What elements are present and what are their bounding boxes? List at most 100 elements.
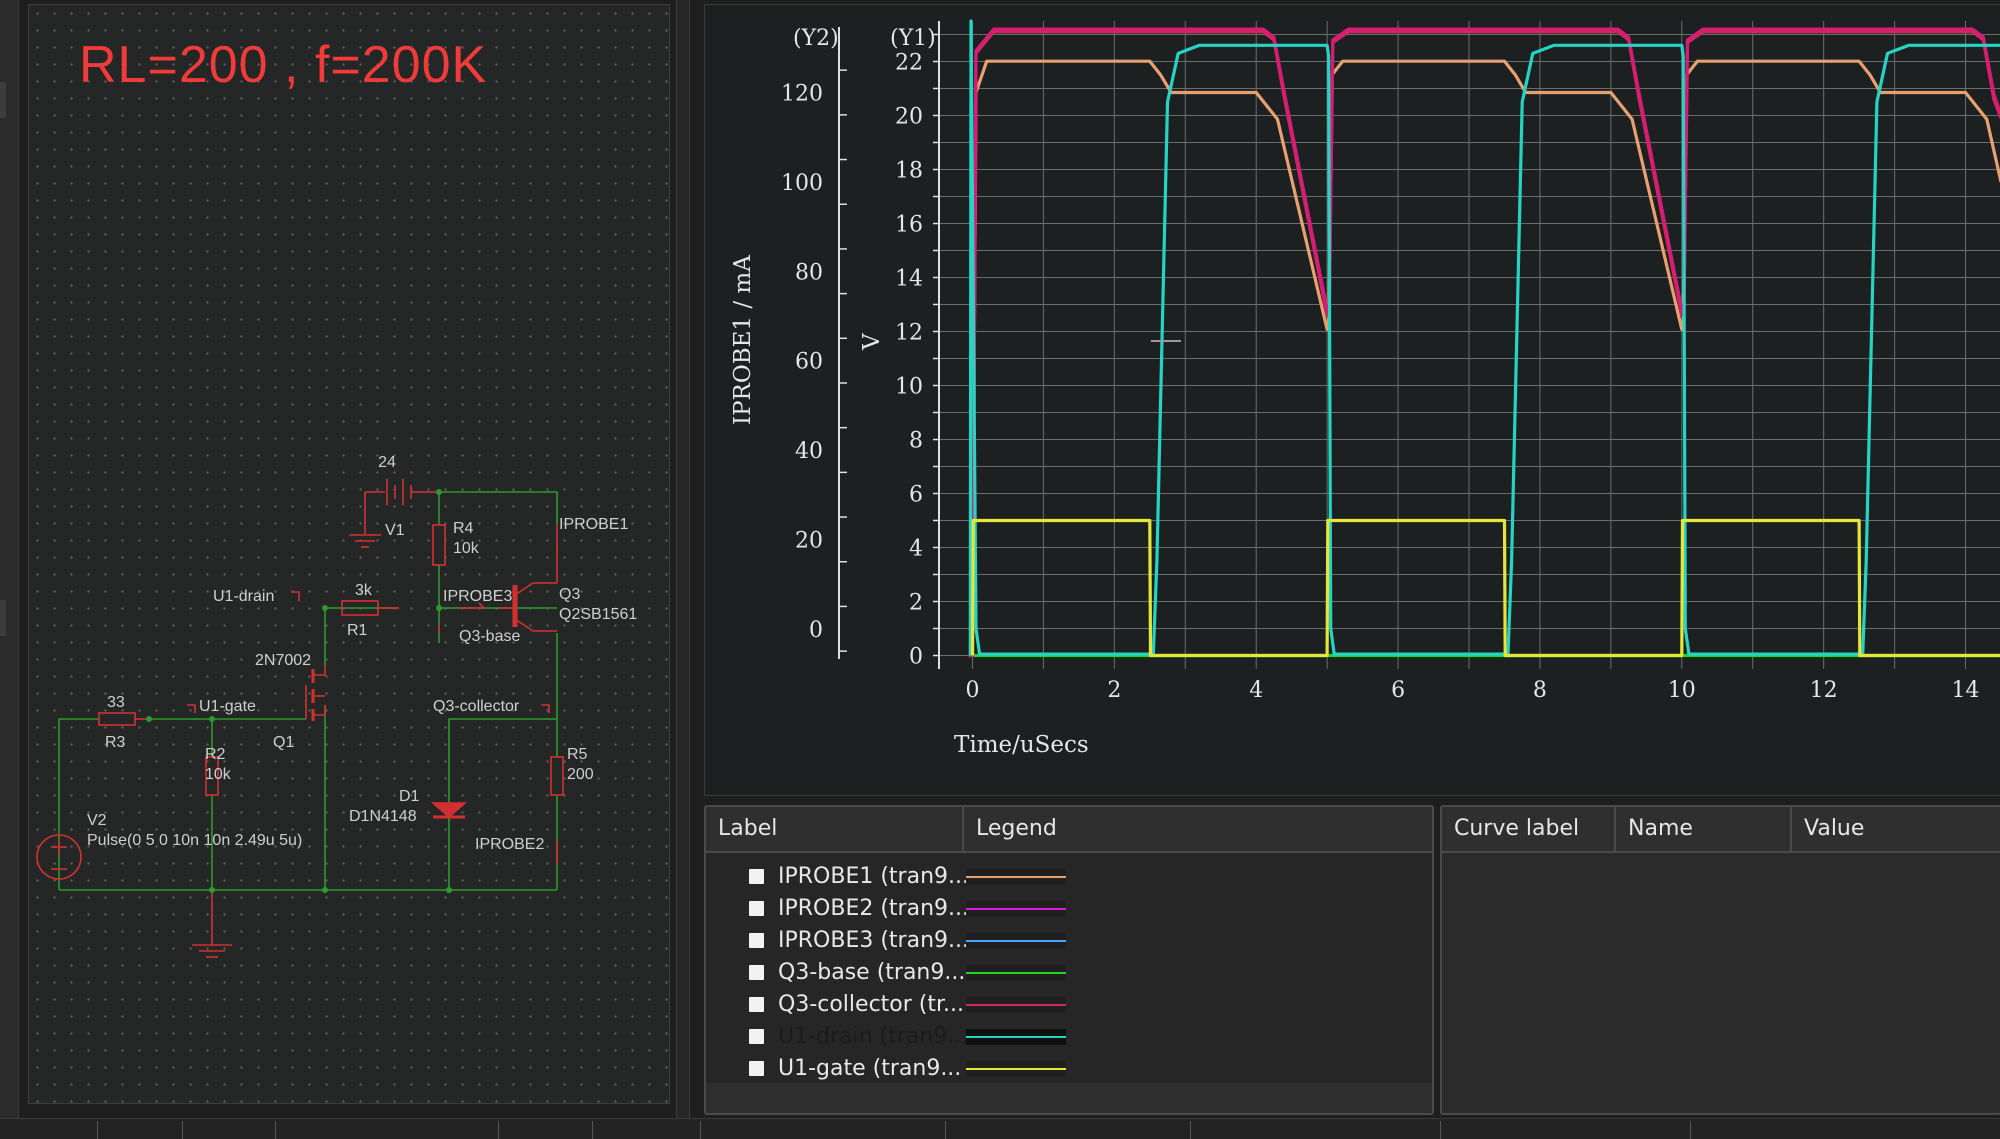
legend-table-header: Label Legend	[706, 807, 1432, 853]
legend-row[interactable]: IPROBE2 (tran9...	[706, 893, 1432, 925]
x-tick-label: 14	[1952, 678, 1980, 703]
r1-value: 3k	[355, 582, 373, 599]
cursor-values-table: Curve label Name Value	[1440, 805, 2000, 1115]
d1-name: D1	[399, 788, 420, 805]
legend-checkbox[interactable]	[749, 997, 764, 1012]
dock-tab[interactable]	[0, 600, 6, 636]
legend-checkbox[interactable]	[749, 869, 764, 884]
y2-tick-label: 40	[795, 439, 823, 464]
iprobe1-label[interactable]: IPROBE1	[559, 516, 628, 533]
iprobe3-label[interactable]: IPROBE3	[443, 588, 512, 605]
status-divider	[182, 1121, 183, 1139]
legend-swatch	[966, 933, 1066, 949]
legend-swatch	[966, 1061, 1066, 1077]
status-divider	[592, 1121, 593, 1139]
plot-grid	[937, 21, 2000, 669]
r3-name: R3	[105, 734, 126, 751]
legend-row[interactable]: Q3-base (tran9...	[706, 957, 1432, 989]
legend-swatch	[966, 901, 1066, 917]
battery-value: 24	[378, 454, 396, 471]
legend-checkbox[interactable]	[749, 901, 764, 916]
y1-tick-label: 16	[895, 213, 923, 238]
q3-part: Q2SB1561	[559, 606, 637, 623]
legend-table-body: IPROBE1 (tran9... IPROBE2 (tran9... IPRO…	[706, 853, 1432, 1113]
r4-name: R4	[453, 520, 474, 537]
r4-value: 10k	[453, 540, 480, 557]
column-header-name[interactable]: Name	[1616, 807, 1792, 851]
series-line[interactable]	[969, 61, 2000, 629]
status-divider	[1440, 1121, 1441, 1139]
status-bar	[0, 1118, 2000, 1139]
x-tick-label: 6	[1391, 678, 1405, 703]
iprobe2-label[interactable]: IPROBE2	[475, 836, 544, 853]
legend-swatch	[966, 1029, 1066, 1045]
legend-checkbox[interactable]	[749, 965, 764, 980]
y2-axis-tag: (Y2)	[793, 26, 839, 51]
x-tick-label: 10	[1668, 678, 1696, 703]
schematic-diagram[interactable]: 24 V1 R4 10k IPROBE1 U1-drain 3k R1 IPRO…	[29, 5, 669, 1103]
panel-splitter[interactable]	[676, 0, 690, 1138]
status-divider	[1690, 1121, 1691, 1139]
x-tick-label: 2	[1107, 678, 1121, 703]
r5-name: R5	[567, 746, 588, 763]
series-line[interactable]	[969, 29, 2000, 655]
series-line[interactable]	[973, 521, 2000, 656]
plot-axes	[839, 21, 939, 669]
d1-part: D1N4148	[349, 808, 417, 825]
legend-checkbox[interactable]	[749, 1061, 764, 1076]
y2-tick-label: 100	[781, 171, 823, 196]
y1-axis-label: V	[859, 333, 885, 351]
y1-tick-label: 6	[909, 483, 923, 508]
legend-empty-row	[706, 1083, 1432, 1113]
u1-drain-label[interactable]: U1-drain	[213, 588, 274, 605]
legend-checkbox[interactable]	[749, 933, 764, 948]
status-divider	[945, 1121, 946, 1139]
legend-row-label: Q3-base (tran9...	[778, 957, 966, 989]
column-header-label[interactable]: Label	[706, 807, 964, 851]
r2-name: R2	[205, 746, 226, 763]
legend-row[interactable]: Q3-collector (tr...	[706, 989, 1432, 1021]
column-header-legend[interactable]: Legend	[964, 807, 1434, 851]
y2-tick-label: 120	[781, 82, 823, 107]
legend-row[interactable]: U1-gate (tran9...	[706, 1053, 1432, 1085]
schematic-canvas[interactable]: RL=200 , f=200K	[28, 4, 670, 1104]
y1-tick-label: 22	[895, 51, 923, 76]
q3-base-label[interactable]: Q3-base	[459, 628, 520, 645]
v2-name: V2	[87, 812, 107, 829]
u1-gate-label[interactable]: U1-gate	[199, 698, 256, 715]
status-divider	[498, 1121, 499, 1139]
x-axis-label: Time/uSecs	[954, 732, 1089, 758]
legend-checkbox[interactable]	[749, 1029, 764, 1044]
series-line[interactable]	[970, 21, 2000, 656]
legend-row[interactable]: U1-drain (tran9...	[706, 1021, 1432, 1053]
r3-value: 33	[107, 694, 125, 711]
column-header-curve-label[interactable]: Curve label	[1442, 807, 1616, 851]
y2-tick-label: 0	[809, 618, 823, 643]
dock-tab[interactable]	[0, 82, 6, 118]
q3-name: Q3	[559, 586, 580, 603]
battery-name: V1	[385, 522, 405, 539]
r5-value: 200	[567, 766, 594, 783]
legend-row[interactable]: IPROBE1 (tran9...	[706, 861, 1432, 893]
q3-collector-label[interactable]: Q3-collector	[433, 698, 520, 715]
y1-tick-label: 14	[895, 267, 923, 292]
y1-tick-label: 18	[895, 159, 923, 184]
v2-value: Pulse(0 5 0 10n 10n 2.49u 5u)	[87, 832, 302, 849]
legend-row-label: IPROBE2 (tran9...	[778, 893, 966, 925]
components	[37, 479, 563, 957]
legend-row-label: Q3-collector (tr...	[778, 989, 966, 1021]
column-header-value[interactable]: Value	[1792, 807, 2000, 851]
x-tick-label: 0	[965, 678, 979, 703]
plot-series	[969, 21, 2000, 656]
status-divider	[700, 1121, 701, 1139]
series-line[interactable]	[969, 32, 2000, 656]
legend-row[interactable]: IPROBE3 (tran9...	[706, 925, 1432, 957]
legend-swatch	[966, 869, 1066, 885]
r1-name: R1	[347, 622, 368, 639]
left-dock-strip	[0, 0, 19, 1138]
y2-axis-label: IPROBE1 / mA	[730, 255, 756, 425]
r2-value: 10k	[205, 766, 232, 783]
y1-tick-label: 4	[909, 537, 923, 562]
